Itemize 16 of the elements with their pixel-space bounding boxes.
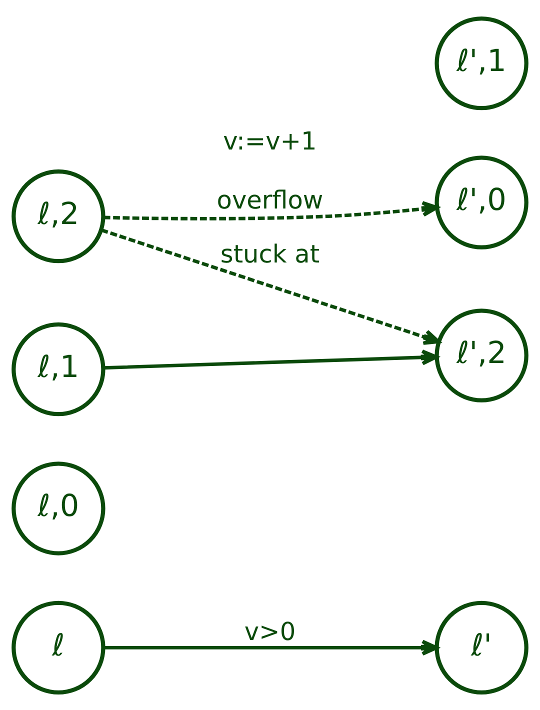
edge-label: overflow bbox=[216, 185, 324, 214]
node-circle: ℓ,0 bbox=[12, 461, 106, 555]
edge-label: v>0 bbox=[244, 616, 296, 646]
arrow bbox=[103, 200, 439, 220]
edge-label: stuck at bbox=[220, 238, 320, 268]
arrow bbox=[103, 348, 438, 370]
node-circle: ℓ,1 bbox=[12, 322, 106, 416]
node-circle: ℓ bbox=[12, 600, 106, 694]
arrow bbox=[100, 228, 440, 344]
arrow bbox=[104, 639, 438, 656]
node-circle: ℓ',2 bbox=[434, 308, 528, 402]
node-circle: ℓ',0 bbox=[434, 155, 528, 249]
label: v:=v+1 bbox=[223, 126, 317, 155]
node-circle: ℓ,2 bbox=[12, 168, 106, 263]
node-circle: ℓ',1 bbox=[434, 16, 528, 110]
node-circle: ℓ' bbox=[434, 600, 528, 694]
